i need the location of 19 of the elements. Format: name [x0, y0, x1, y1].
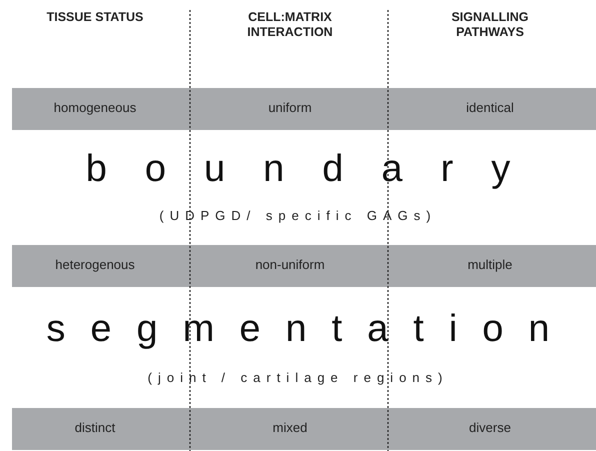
cell-text: homogeneous: [54, 100, 136, 115]
column-header: TISSUE STATUS: [46, 10, 144, 25]
cell-text: multiple: [468, 257, 512, 272]
row-band: [12, 88, 596, 130]
heading-word: boundary: [86, 148, 548, 191]
cell-text: distinct: [74, 420, 116, 435]
cell-text: identical: [466, 100, 514, 115]
row-band: [12, 408, 596, 450]
column-header: CELL:MATRIX INTERACTION: [246, 10, 334, 40]
cell-text: diverse: [469, 420, 511, 435]
subtitle: (joint / cartilage regions): [148, 370, 448, 385]
cell-text: heterogenous: [55, 257, 135, 272]
heading-word: segmentation: [46, 308, 575, 351]
row-band: [12, 245, 596, 287]
column-header: SIGNALLING PATHWAYS: [450, 10, 530, 40]
subtitle: (UDPGD/ specific GAGs): [159, 208, 437, 223]
cell-text: mixed: [272, 420, 308, 435]
cell-text: non-uniform: [255, 257, 325, 272]
cell-text: uniform: [268, 100, 312, 115]
